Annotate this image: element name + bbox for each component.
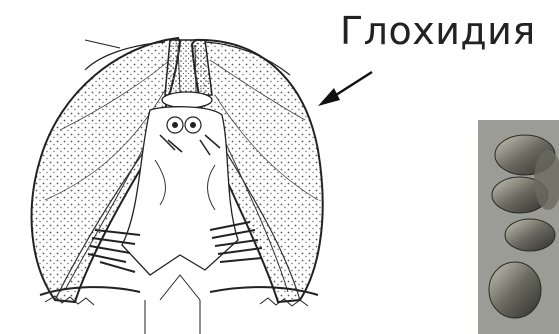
mussel-photo [478, 120, 559, 334]
pointer-arrow [318, 72, 372, 106]
hinge [162, 40, 212, 108]
glochidium-label: Глохидия [340, 12, 536, 50]
